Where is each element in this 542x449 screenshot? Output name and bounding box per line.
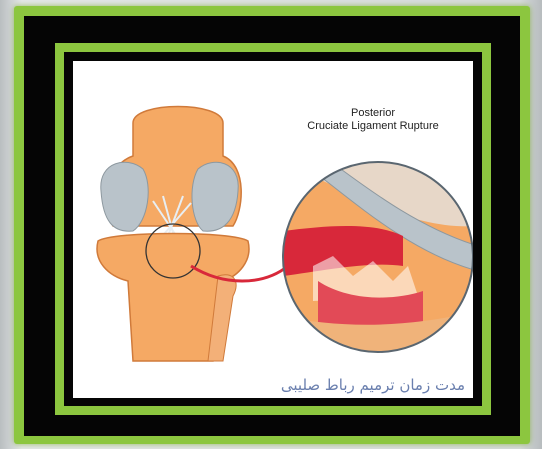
title-line-1: Posterior — [273, 107, 473, 120]
title-line-2: Cruciate Ligament Rupture — [273, 120, 473, 133]
persian-caption: مدت زمان ترمیم رباط صلیبی — [281, 376, 465, 394]
illustration-title: Posterior Cruciate Ligament Rupture — [273, 107, 473, 133]
knee-illustration: Posterior Cruciate Ligament Rupture مدت … — [73, 61, 473, 398]
cartilage-left — [101, 162, 148, 231]
